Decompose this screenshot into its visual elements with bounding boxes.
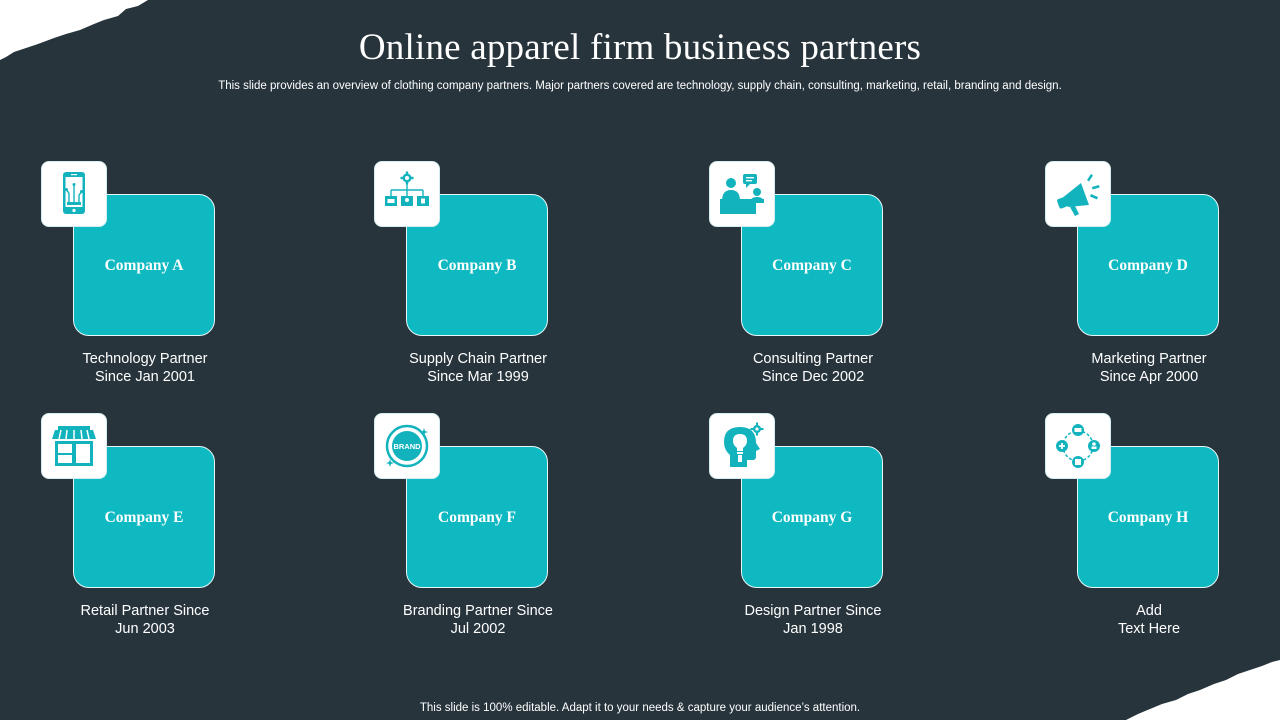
partner-since: Jan 1998 — [783, 621, 843, 637]
company-name: Company H — [1107, 509, 1189, 526]
partner-since: Since Apr 2000 — [1099, 369, 1199, 385]
partner-description: Marketing Partner Since Apr 2000 — [1047, 350, 1251, 386]
company-name: Company D — [1108, 257, 1188, 274]
partner-description: Consulting Partner Since Dec 2002 — [711, 350, 915, 386]
partner-role: Consulting Partner — [752, 351, 874, 367]
page-title: Online apparel firm business partners — [358, 27, 922, 68]
partner-card-h: Company H Add Text Here — [1045, 413, 1245, 653]
partner-description: Design Partner Since Jan 1998 — [711, 602, 915, 638]
company-name: Company C — [772, 257, 852, 274]
company-name: Company F — [438, 509, 516, 526]
company-name: Company G — [771, 509, 853, 526]
partner-role: Design Partner Since — [744, 603, 882, 619]
brand-badge-icon: BRAND — [385, 424, 429, 468]
partner-description: Supply Chain Partner Since Mar 1999 — [376, 350, 580, 386]
page-subtitle: This slide provides an overview of cloth… — [218, 80, 1062, 92]
partner-card-b: Company B Supply Chain Partner Since Mar… — [374, 161, 574, 401]
partner-description: Add Text Here — [1047, 602, 1251, 638]
icon-frame: BRAND — [374, 413, 440, 479]
partner-card-f: Company F BRAND Branding Partner Since J… — [374, 413, 574, 653]
partner-description: Retail Partner Since Jun 2003 — [43, 602, 247, 638]
partner-card-d: Company D Marketing Partner Since Apr 20… — [1045, 161, 1245, 401]
partner-role: Branding Partner Since — [403, 603, 553, 619]
brand-text: BRAND — [393, 442, 421, 451]
network-cycle-icon — [1056, 424, 1100, 468]
supply-chain-icon — [385, 171, 429, 206]
company-name: Company B — [437, 257, 517, 274]
icon-frame — [709, 413, 775, 479]
partner-description: Branding Partner Since Jul 2002 — [376, 602, 580, 638]
megaphone-icon — [1057, 174, 1100, 216]
partner-description: Technology Partner Since Jan 2001 — [43, 350, 247, 386]
partner-card-e: Company E Retail Partner Since Jun 2003 — [41, 413, 241, 653]
storefront-icon — [52, 426, 96, 466]
icon-frame — [709, 161, 775, 227]
partner-role: Marketing Partner — [1091, 351, 1207, 367]
company-name: Company E — [104, 509, 184, 526]
partner-since: Since Mar 1999 — [427, 369, 529, 385]
partner-role: Supply Chain Partner — [409, 351, 547, 367]
icon-frame — [41, 161, 107, 227]
partner-card-g: Company G Design Partner Since Jan 1998 — [709, 413, 909, 653]
partner-card-a: Company A Technology Partner Since Jan 2… — [41, 161, 241, 401]
icon-frame — [374, 161, 440, 227]
partner-role: Add — [1136, 603, 1162, 619]
company-name: Company A — [104, 257, 184, 274]
partner-role: Retail Partner Since — [80, 603, 210, 619]
partner-since: Jul 2002 — [450, 621, 506, 637]
partner-since: Since Dec 2002 — [761, 369, 865, 385]
partner-role: Technology Partner — [82, 351, 208, 367]
partner-tile — [1077, 194, 1219, 336]
partner-since: Text Here — [1117, 621, 1181, 637]
icon-frame — [41, 413, 107, 479]
icon-frame — [1045, 161, 1111, 227]
partner-card-c: Company C Consulting Partner Since Dec 2… — [709, 161, 909, 401]
icon-frame — [1045, 413, 1111, 479]
consultant-icon — [720, 174, 764, 214]
partner-since: Since Jan 2001 — [95, 369, 195, 385]
creative-head-icon — [724, 422, 764, 467]
smartphone-icon — [63, 172, 85, 214]
partner-since: Jun 2003 — [115, 621, 175, 637]
footer-note: This slide is 100% editable. Adapt it to… — [419, 702, 861, 714]
